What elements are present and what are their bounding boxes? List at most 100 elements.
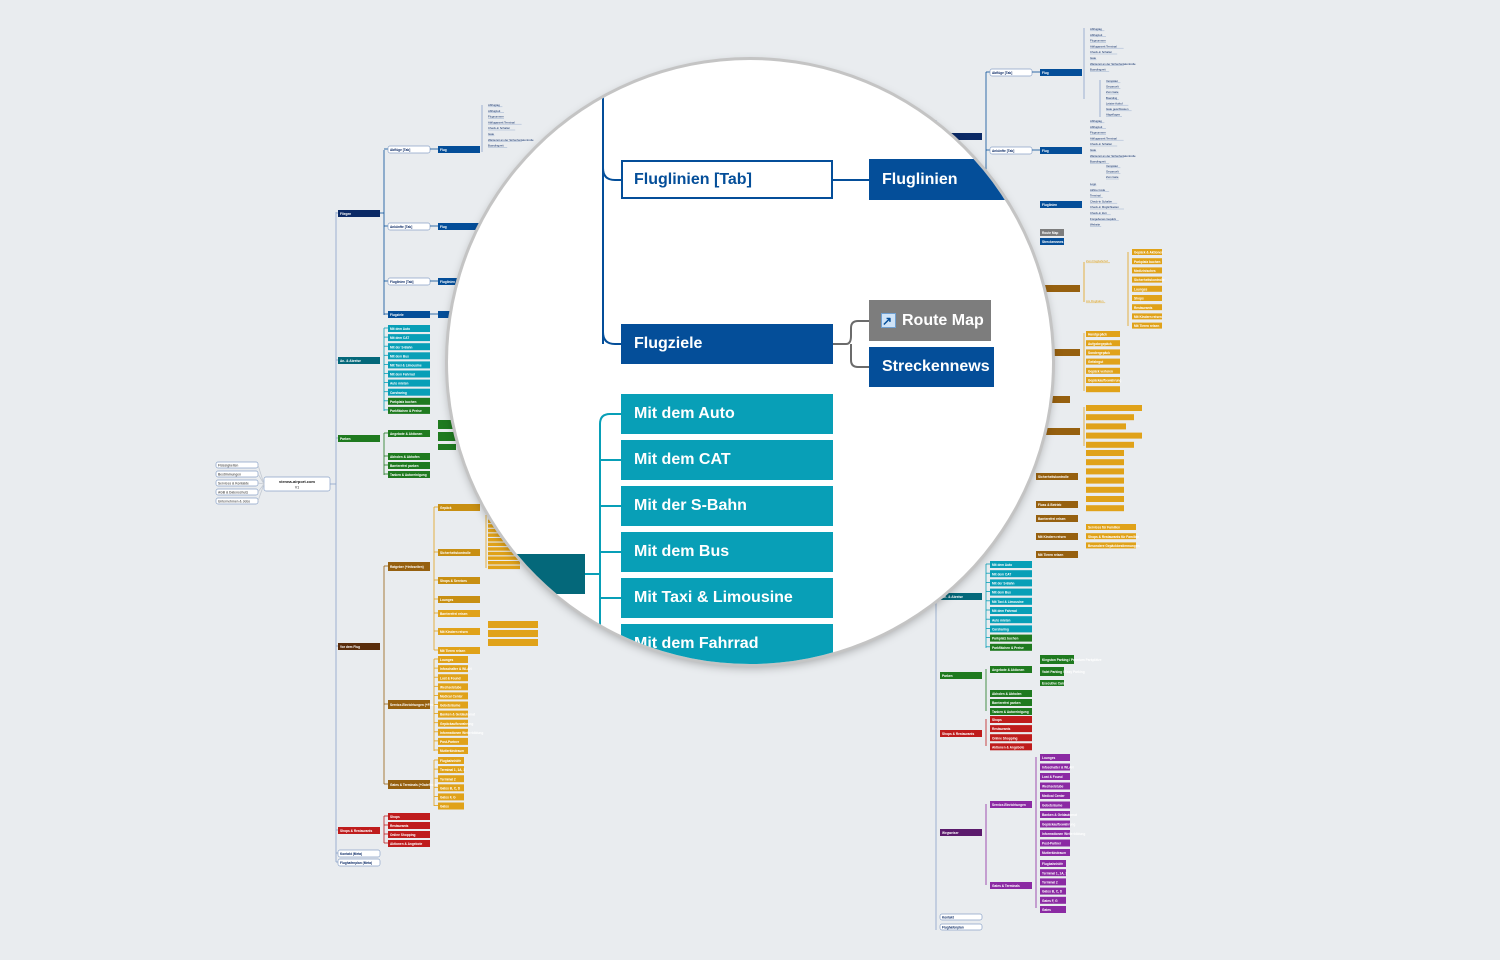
right-transport-node [990,634,1032,642]
right-orange-node-label: Gepäck & Aktionen [1134,251,1163,255]
left-transport-node [388,397,430,405]
right-purple-node [1040,860,1066,867]
right-orange-node [1132,304,1162,311]
right-shops-child [990,725,1032,733]
mindmap-leaf: Abflugtag [488,103,500,107]
fluglinien-tab-label: Fluglinien [Tab] [634,170,752,188]
transport-node-bus[interactable]: Mit dem Bus [621,532,833,572]
streckennews-node[interactable]: Streckennews [869,347,994,387]
root-title: vienna-airport.com [279,479,315,484]
right-transport-node-label: Parkflächen & Preise [992,646,1024,650]
transport-node-taxi[interactable]: Mit Taxi & Limousine [621,578,833,618]
right-parken-child-label: Barrierefrei parken [992,701,1021,705]
fluglinien-tab-node[interactable]: Fluglinien [Tab] [621,160,833,199]
right-shops-child [990,734,1032,742]
left-service-node-label: Banken & Geldautomat [440,713,476,717]
right-wegweiser-child-label: Service-Einrichtungen [992,803,1026,807]
transport-node-auto[interactable]: Mit dem Auto [621,394,833,434]
right-orange-leaf [1086,450,1124,456]
route-map-node[interactable]: ↗Route Map [869,300,991,341]
left-branch-node [338,435,380,442]
left-family-leaf [488,621,538,628]
right-kontakt-node [939,913,983,921]
mindmap-leaf: Website [1090,223,1100,227]
right-transport-node [990,597,1032,605]
left-transport-node [388,361,430,369]
left-ratgeber-leaf [488,542,520,547]
right-fliegen-child [989,146,1033,155]
mindmap-leaf: Abflugtag [1090,119,1102,123]
right-transport-node-label: Mit der S-Bahn [992,582,1015,586]
right-orange-node [1132,322,1162,329]
left-shops-node-label: Shops [390,815,400,819]
right-parken-child-label: Tanken & Autoreinigung [992,710,1029,714]
right-orange-node [1132,295,1162,301]
mindmap-leaf: Letzter Aufruf [1106,101,1123,105]
left-transport-node-label: Auto mieten [390,382,408,386]
left-gates-node-label: Gates [440,805,449,809]
left-service-node-label: Lounges [440,658,454,662]
transport-label: Mit dem CAT [634,451,731,468]
right-flughafenplan-node-label: Flughafenplan [942,926,964,930]
right-wegweiser-child-label: Gates & Terminals [992,884,1020,888]
right-shops-child [990,743,1032,751]
root-version: V1 [295,486,299,490]
left-ratgeber-leaf [488,551,520,556]
right-parken-node [940,672,982,679]
left-vor-node-label: Ratgeber (+Infoseiten) [390,565,424,569]
left-service-node [438,683,468,691]
right-purple-node-label: Informationen Weiterbildung [1042,832,1085,836]
left-fliegen-child [387,277,431,286]
right-purple-node-label: Flugbahnhöfe [1042,862,1063,866]
right-fliegen-child [989,68,1033,77]
left-service-node [438,747,468,754]
left-branch-node-label: Fliegen [340,212,351,216]
right-orange-leaf [1086,477,1124,484]
transport-node-cat[interactable]: Mit dem CAT [621,440,833,480]
mindmap-leaf: Boardingzeit [488,144,504,148]
left-vor-node [388,562,430,571]
right-transport-node [990,561,1032,568]
right-gepaeck-node [1086,367,1120,374]
left-parken-node-label: Abholen & Abhofen [390,455,420,459]
flugziele-node[interactable]: Flugziele [621,324,833,364]
right-group-node [1040,428,1080,435]
left-gates-node-label: Terminal 1, 1A, 3 [440,768,465,772]
right-purple-node [1040,754,1070,761]
right-transport-node [990,616,1032,624]
right-purple-node-label: Wechselstube [1042,785,1064,789]
left-ratgeber-node [438,577,480,584]
left-ratgeber-leaf [488,538,520,542]
right-transport-node-label: Mit Taxi & Limousine [992,600,1024,604]
right-purple-node [1040,830,1070,837]
left-service-node-label: Informationen Weiterbildung [440,731,483,735]
left-service-node-label: Post-Partner [440,740,460,744]
left-family-leaf [488,639,538,646]
left-branch-node [338,827,380,834]
right-orange-node-label: Restaurants [1134,306,1153,310]
right-orange-node [1132,249,1162,255]
right-orange-leaf [1086,486,1124,493]
right-an-abreise-node-label: An- & Abreise [942,595,963,599]
fluglinien-node[interactable]: Fluglinien [869,159,1052,200]
right-purple-node [1040,792,1070,799]
right-fliegen-child-label: Abflüge [Tab] [992,71,1012,75]
right-shops-child-label: Shops [992,718,1002,722]
transport-node-fahrrad[interactable]: Mit dem Fahrrad [621,624,833,664]
left-gates-node-label: Flugbahnhöfe [440,759,461,763]
right-purple-node-label: Gepäckaufbewahrung [1042,823,1075,827]
mindmap-leaf: Logo [1090,182,1097,186]
transport-node-s-bahn[interactable]: Mit der S-Bahn [621,486,833,526]
right-transport-node [990,643,1032,651]
mindmap-leaf: Terminal [1090,194,1101,198]
mindmap-leaf: Abflugtag [1090,27,1102,31]
left-ratgeber-leaf [488,547,520,551]
transport-label: Mit dem Bus [634,543,730,560]
fluglinien-label: Fluglinien [882,170,958,188]
connector-line [257,464,265,485]
left-transport-node [388,388,430,396]
right-gepaeck-node-label: Handgepäck [1088,333,1107,337]
right-purple-node [1040,887,1066,895]
left-flug-node-label: Flug [440,225,447,229]
right-purple-node-label: Gates [1042,908,1051,912]
